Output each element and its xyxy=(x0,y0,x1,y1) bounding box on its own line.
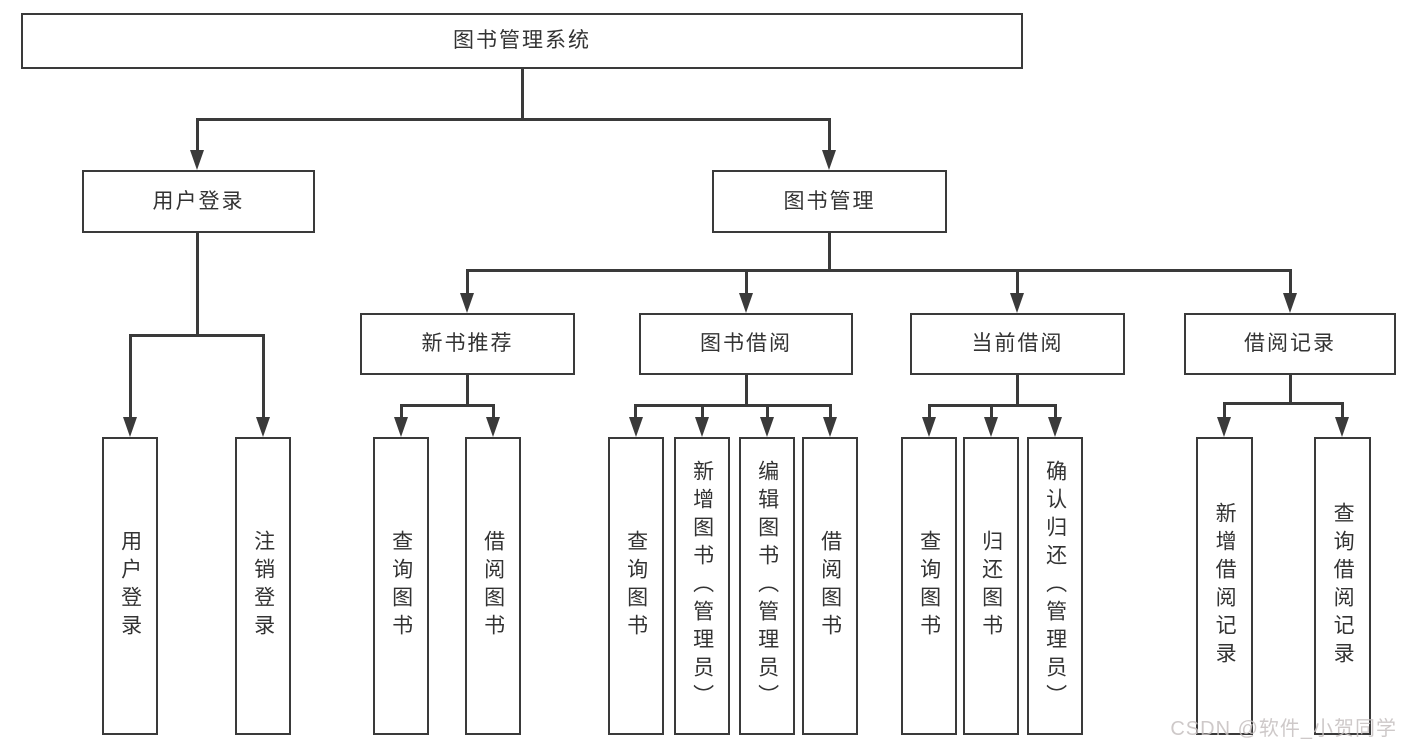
leaf-nbr-borrow-books-label: 借阅图书 xyxy=(481,530,505,642)
connector-leaf-user-login-shaft xyxy=(129,334,132,420)
arrow-to-current-borrow xyxy=(1010,293,1024,313)
node-current-borrow-label: 当前借阅 xyxy=(971,332,1064,356)
arrow-to-nbr-borrow-books xyxy=(486,417,500,437)
node-user-login-label: 用户登录 xyxy=(152,189,245,213)
arrow-to-leaf-user-login xyxy=(123,417,137,437)
connector-bb-leaf1-shaft xyxy=(634,404,637,420)
leaf-bb-add-books-admin: 新增图书（管理员） xyxy=(674,437,730,735)
arrow-to-user-login xyxy=(190,150,204,170)
node-book-borrow-label: 图书借阅 xyxy=(700,332,792,356)
connector-user-login-branch xyxy=(129,334,264,337)
node-current-borrow: 当前借阅 xyxy=(910,313,1125,375)
node-borrow-records-label: 借阅记录 xyxy=(1244,332,1336,356)
arrow-to-cb-return-books xyxy=(984,417,998,437)
connector-bb-branch xyxy=(634,404,832,407)
node-new-book-recommend: 新书推荐 xyxy=(360,313,575,375)
connector-root-branch xyxy=(197,118,831,121)
connector-br-branch xyxy=(1223,402,1344,405)
leaf-logout-label: 注销登录 xyxy=(251,530,275,642)
leaf-cb-query-books-label: 查询图书 xyxy=(917,530,941,642)
leaf-br-query-record-label: 查询借阅记录 xyxy=(1331,502,1355,670)
leaf-logout: 注销登录 xyxy=(235,437,291,735)
leaf-cb-return-books-label: 归还图书 xyxy=(979,530,1003,642)
node-user-login: 用户登录 xyxy=(82,170,315,233)
leaf-bb-edit-books-admin: 编辑图书（管理员） xyxy=(739,437,795,735)
connector-bb-stem xyxy=(745,375,748,406)
node-new-book-recommend-label: 新书推荐 xyxy=(421,332,514,356)
connector-br-leaf1-shaft xyxy=(1223,402,1226,420)
connector-nbr-shaft xyxy=(466,269,469,296)
arrow-to-new-book-recommend xyxy=(460,293,474,313)
connector-nbr-branch xyxy=(400,404,495,407)
leaf-bb-borrow-books-label: 借阅图书 xyxy=(818,530,842,642)
arrow-to-bb-borrow-books xyxy=(823,417,837,437)
arrow-to-cb-confirm-return xyxy=(1048,417,1062,437)
arrow-to-cb-query-books xyxy=(922,417,936,437)
leaf-nbr-query-books-label: 查询图书 xyxy=(389,530,413,642)
connector-nbr-stem xyxy=(466,375,469,406)
leaf-nbr-borrow-books: 借阅图书 xyxy=(465,437,521,735)
connector-book-mgmt-branch xyxy=(466,269,1291,272)
connector-bb-leaf4-shaft xyxy=(829,404,832,420)
arrow-to-book-borrow xyxy=(739,293,753,313)
node-root-label: 图书管理系统 xyxy=(453,29,591,53)
connector-br-stem xyxy=(1289,375,1292,404)
node-book-borrow: 图书借阅 xyxy=(639,313,853,375)
connector-cb-leaf2-shaft xyxy=(990,404,993,420)
connector-nbr-leaf1-shaft xyxy=(400,404,403,420)
arrow-to-bb-edit-books xyxy=(760,417,774,437)
leaf-nbr-query-books: 查询图书 xyxy=(373,437,429,735)
leaf-bb-borrow-books: 借阅图书 xyxy=(802,437,858,735)
leaf-user-login: 用户登录 xyxy=(102,437,158,735)
connector-cb-leaf1-shaft xyxy=(928,404,931,420)
leaf-bb-query-books: 查询图书 xyxy=(608,437,664,735)
connector-bb-leaf2-shaft xyxy=(701,404,704,420)
connector-cb-stem xyxy=(1016,375,1019,406)
leaf-cb-query-books: 查询图书 xyxy=(901,437,957,735)
connector-book-mgmt-shaft xyxy=(828,118,831,153)
connector-cb-leaf3-shaft xyxy=(1054,404,1057,420)
node-book-management-label: 图书管理 xyxy=(783,189,876,213)
connector-book-mgmt-stem xyxy=(828,233,831,271)
leaf-bb-query-books-label: 查询图书 xyxy=(624,530,648,642)
connector-cb-shaft xyxy=(1016,269,1019,296)
connector-bb-shaft xyxy=(745,269,748,296)
leaf-cb-return-books: 归还图书 xyxy=(963,437,1019,735)
leaf-br-query-record: 查询借阅记录 xyxy=(1314,437,1371,735)
node-borrow-records: 借阅记录 xyxy=(1184,313,1396,375)
arrow-to-bb-query-books xyxy=(629,417,643,437)
leaf-bb-add-books-admin-label: 新增图书（管理员） xyxy=(690,460,714,712)
arrow-to-nbr-query-books xyxy=(394,417,408,437)
csdn-watermark: CSDN @软件_小贺同学 xyxy=(1170,718,1397,740)
arrow-to-br-add-record xyxy=(1217,417,1231,437)
connector-bb-leaf3-shaft xyxy=(766,404,769,420)
leaf-br-add-record-label: 新增借阅记录 xyxy=(1213,502,1237,670)
connector-root-stem xyxy=(521,69,524,120)
connector-nbr-leaf2-shaft xyxy=(492,404,495,420)
connector-br-shaft xyxy=(1289,269,1292,296)
node-book-management: 图书管理 xyxy=(712,170,947,233)
leaf-cb-confirm-return-admin: 确认归还（管理员） xyxy=(1027,437,1083,735)
leaf-user-login-label: 用户登录 xyxy=(118,530,142,642)
leaf-cb-confirm-return-admin-label: 确认归还（管理员） xyxy=(1043,460,1067,712)
connector-user-login-shaft xyxy=(196,118,199,153)
node-root: 图书管理系统 xyxy=(21,13,1023,69)
arrow-to-leaf-logout xyxy=(256,417,270,437)
arrow-to-borrow-records xyxy=(1283,293,1297,313)
connector-br-leaf2-shaft xyxy=(1341,402,1344,420)
leaf-br-add-record: 新增借阅记录 xyxy=(1196,437,1253,735)
leaf-bb-edit-books-admin-label: 编辑图书（管理员） xyxy=(755,460,779,712)
connector-leaf-logout-shaft xyxy=(262,334,265,420)
arrow-to-book-management xyxy=(822,150,836,170)
arrow-to-bb-add-books xyxy=(695,417,709,437)
arrow-to-br-query-record xyxy=(1335,417,1349,437)
connector-user-login-stem xyxy=(196,233,199,336)
